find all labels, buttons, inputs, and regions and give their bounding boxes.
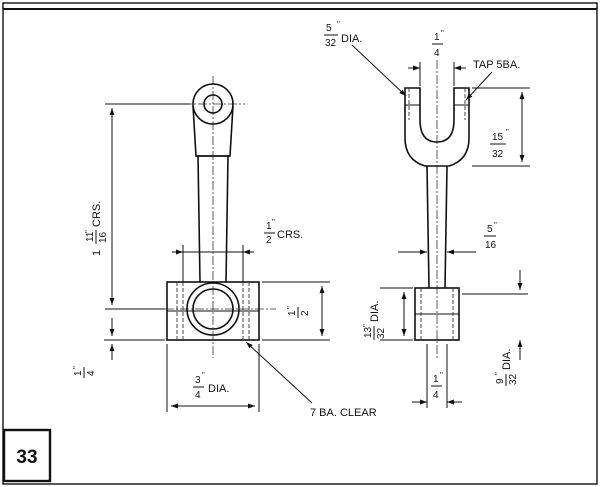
svg-text:CRS.: CRS. xyxy=(91,201,103,227)
svg-text:": " xyxy=(72,366,81,369)
svg-text:1: 1 xyxy=(73,370,84,376)
svg-text:": " xyxy=(337,20,340,29)
svg-text:DIA.: DIA. xyxy=(369,301,381,322)
svg-text:16: 16 xyxy=(485,240,497,251)
big-end-height-label: 1 2 " xyxy=(286,306,311,318)
svg-text:16: 16 xyxy=(98,231,109,243)
svg-text:32: 32 xyxy=(492,149,504,160)
svg-text:": " xyxy=(494,221,497,230)
svg-text:3: 3 xyxy=(195,375,201,386)
pin-leader xyxy=(351,44,407,97)
svg-text:": " xyxy=(286,306,295,309)
big-end-bore xyxy=(192,288,234,330)
svg-text:": " xyxy=(362,324,371,327)
quarter-label-left: 1 4 " xyxy=(72,366,97,378)
svg-text:": " xyxy=(494,372,503,375)
big-end-dia-label: 13 32 " DIA. xyxy=(362,301,387,340)
svg-text:CRS.: CRS. xyxy=(277,229,303,241)
svg-text:": " xyxy=(441,29,444,38)
svg-text:": " xyxy=(202,371,205,380)
svg-text:9: 9 xyxy=(495,378,506,384)
svg-text:1: 1 xyxy=(91,250,103,256)
connecting-rod-front-view: 5 32 " DIA. 1 4 " TAP 5BA. 15 32 " xyxy=(324,20,530,408)
bore-label: 3 4 " DIA. xyxy=(193,371,229,401)
connecting-rod-side-view: 1 11 16 " CRS. 1 2 " CRS. 1 2 " xyxy=(72,76,377,419)
small-end-bore xyxy=(203,94,223,114)
svg-text:5: 5 xyxy=(326,23,332,34)
figure-number: 33 xyxy=(16,447,37,468)
svg-text:1: 1 xyxy=(434,32,440,43)
svg-text:2: 2 xyxy=(266,235,272,246)
svg-text:2: 2 xyxy=(300,310,311,316)
fork-gap-label: 1 4 " xyxy=(432,29,444,59)
svg-text:32: 32 xyxy=(376,327,387,339)
svg-text:4: 4 xyxy=(434,48,440,59)
svg-text:4: 4 xyxy=(433,390,439,401)
svg-text:32: 32 xyxy=(508,373,519,385)
svg-text:": " xyxy=(440,371,443,380)
big-end-bearing xyxy=(186,282,240,336)
fork-end xyxy=(404,87,470,167)
shank-width-label: 5 16 " xyxy=(484,221,497,251)
svg-text:4: 4 xyxy=(195,390,201,401)
svg-text:1: 1 xyxy=(266,221,272,232)
clear-note: 7 BA. CLEAR xyxy=(310,407,377,419)
small-end-boss xyxy=(192,83,234,125)
clear-leader xyxy=(245,341,313,404)
svg-text:5: 5 xyxy=(487,224,493,235)
svg-text:4: 4 xyxy=(86,370,97,376)
svg-text:": " xyxy=(506,128,509,137)
svg-text:32: 32 xyxy=(325,38,337,49)
svg-text:DIA.: DIA. xyxy=(341,33,362,45)
bottom-width-label: 1 4 " xyxy=(431,371,443,401)
svg-text:1: 1 xyxy=(433,374,439,385)
centres-label: 1 11 16 " CRS. xyxy=(84,201,109,256)
front-shank xyxy=(426,165,448,289)
svg-text:15: 15 xyxy=(492,132,504,143)
svg-text:DIA.: DIA. xyxy=(208,383,229,395)
bolt-centres-label: 1 2 " CRS. xyxy=(264,218,303,246)
svg-text:": " xyxy=(84,230,93,233)
svg-text:11: 11 xyxy=(85,231,96,242)
svg-text:": " xyxy=(272,218,275,227)
svg-text:DIA.: DIA. xyxy=(501,349,513,370)
bigend-dia-label: 9 32 " DIA. xyxy=(494,349,519,386)
rod-shank xyxy=(197,155,229,283)
pin-label: 5 32 " DIA. xyxy=(324,20,362,49)
svg-text:1: 1 xyxy=(287,310,298,316)
figure-number-box: 33 xyxy=(2,428,52,483)
jaw-height-label: 15 32 " xyxy=(490,128,509,160)
tap-note: TAP 5BA. xyxy=(473,59,520,71)
svg-text:13: 13 xyxy=(363,326,374,338)
tap-leader xyxy=(465,71,493,101)
